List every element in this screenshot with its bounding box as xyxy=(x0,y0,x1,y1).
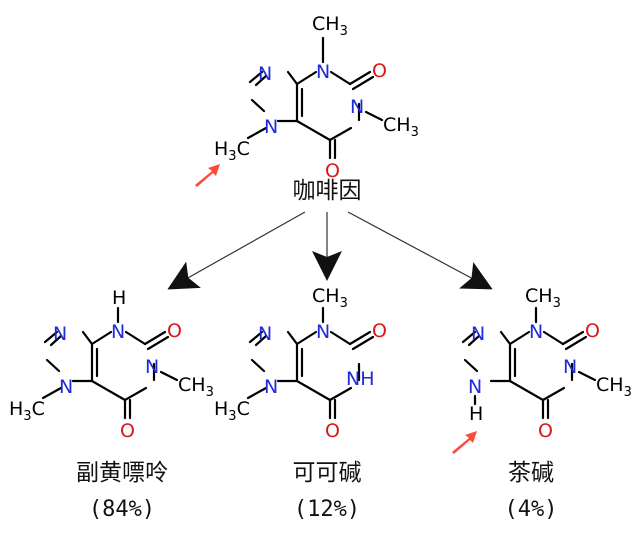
theobromine-name: 可可碱 xyxy=(293,460,362,486)
highlight-arrow-theophylline xyxy=(452,431,477,454)
svg-text:N: N xyxy=(111,321,125,343)
paraxanthine-percent: (84%) xyxy=(89,497,155,522)
atom-n7: N xyxy=(264,116,278,138)
atom-n3: N xyxy=(350,96,364,118)
svg-text:N: N xyxy=(316,321,330,343)
atom-n1: N xyxy=(316,61,330,83)
svg-text:CH3: CH3 xyxy=(525,285,561,311)
svg-text:O: O xyxy=(372,320,387,342)
svg-text:N: N xyxy=(59,376,73,398)
svg-text:H3C: H3C xyxy=(9,398,45,424)
svg-text:N: N xyxy=(53,323,67,345)
atom-ch3-top: CH xyxy=(312,13,340,35)
svg-text:CH3: CH3 xyxy=(383,114,419,140)
atom-h-n7: H xyxy=(469,403,483,425)
svg-text:N: N xyxy=(258,323,272,345)
svg-text:O: O xyxy=(325,420,340,442)
theobromine-percent: (12%) xyxy=(294,497,360,522)
caffeine-name: 咖啡因 xyxy=(293,178,362,204)
theobromine-structure: N NH N N O O CH3 H3C xyxy=(214,285,387,442)
caffeine-structure: N N N N O O CH3 CH3 H3C xyxy=(214,13,419,182)
atom-ch3-right: CH xyxy=(383,114,411,136)
svg-text:CH3: CH3 xyxy=(312,285,348,311)
svg-text:CH3: CH3 xyxy=(312,13,348,39)
svg-text:O: O xyxy=(167,320,182,342)
theophylline-name: 茶碱 xyxy=(508,460,554,486)
svg-text:H3C: H3C xyxy=(214,398,250,424)
atom-nh: NH xyxy=(346,368,375,390)
svg-text:O: O xyxy=(538,420,553,442)
arrow-to-paraxanthine xyxy=(167,211,306,290)
svg-text:O: O xyxy=(120,420,135,442)
atom-h3c-left: H xyxy=(214,138,228,160)
paraxanthine-name: 副黄嘌呤 xyxy=(76,460,168,486)
atom-n9: N xyxy=(258,63,272,85)
atom-o-bottom: O xyxy=(325,160,340,182)
svg-text:CH3: CH3 xyxy=(178,374,214,400)
svg-text:N: N xyxy=(471,323,485,345)
theophylline-percent: (4%) xyxy=(505,497,558,522)
paraxanthine-structure: N N N N O O H CH3 H3C xyxy=(9,287,214,442)
svg-text:H3C: H3C xyxy=(214,138,250,164)
svg-text:N: N xyxy=(145,356,159,378)
highlight-arrow-caffeine xyxy=(195,164,220,187)
atom-h-top: H xyxy=(112,287,126,309)
atom-o-top: O xyxy=(372,60,387,82)
svg-text:N: N xyxy=(264,376,278,398)
arrow-to-theophylline xyxy=(347,211,493,290)
svg-text:N: N xyxy=(563,356,577,378)
svg-text:CH3: CH3 xyxy=(596,374,632,400)
svg-text:N: N xyxy=(529,321,543,343)
svg-text:O: O xyxy=(585,320,600,342)
theophylline-structure: N N N N O O H CH3 CH3 xyxy=(461,285,632,442)
svg-text:N: N xyxy=(468,376,482,398)
